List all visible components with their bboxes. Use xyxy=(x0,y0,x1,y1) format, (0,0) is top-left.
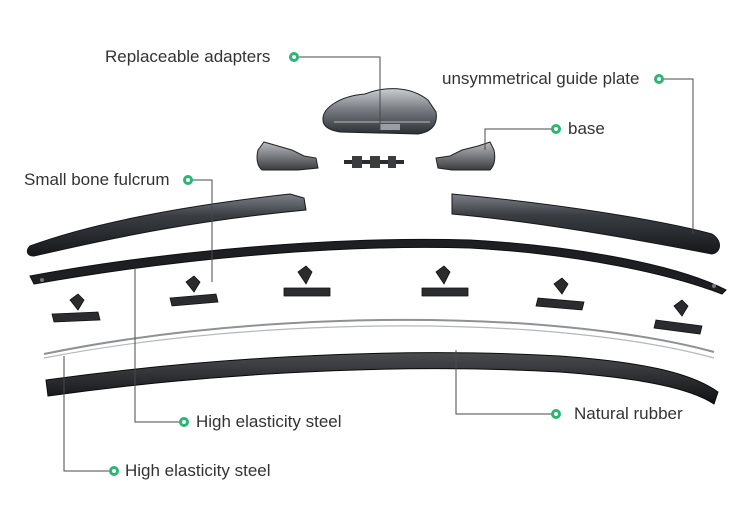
clip-part xyxy=(51,265,703,335)
leader-high-elasticity-steel-2 xyxy=(63,356,114,472)
label-replaceable-adapters: Replaceable adapters xyxy=(105,47,271,66)
base-right-part xyxy=(435,141,496,171)
leader-replaceable-adapters xyxy=(294,56,381,130)
label-high-elasticity-steel-2: High elasticity steel xyxy=(125,461,271,480)
label-base: base xyxy=(568,119,605,138)
base-left-part xyxy=(256,141,319,171)
steel-strip-lower-part xyxy=(43,325,715,359)
leader-natural-rubber xyxy=(455,350,556,415)
leader-lines xyxy=(63,56,694,472)
guide-plate-right-part xyxy=(451,193,720,255)
guide-plate-left-part xyxy=(26,193,307,257)
leader-high-elasticity-steel-1 xyxy=(134,268,184,423)
leader-small-bone-fulcrum xyxy=(188,179,213,282)
leader-base xyxy=(484,128,556,150)
label-high-elasticity-steel-1: High elasticity steel xyxy=(196,412,342,431)
base-connector-part xyxy=(344,156,404,168)
natural-rubber-part xyxy=(45,352,719,405)
label-small-bone-fulcrum: Small bone fulcrum xyxy=(24,170,170,189)
steel-strip-upper-part xyxy=(43,318,715,355)
small-bone-fulcrum-part xyxy=(29,238,727,295)
label-natural-rubber: Natural rubber xyxy=(574,404,683,423)
leader-unsymmetrical-guide-plate xyxy=(659,78,694,234)
label-unsymmetrical-guide-plate: unsymmetrical guide plate xyxy=(442,69,640,88)
callout-dots xyxy=(109,52,664,476)
